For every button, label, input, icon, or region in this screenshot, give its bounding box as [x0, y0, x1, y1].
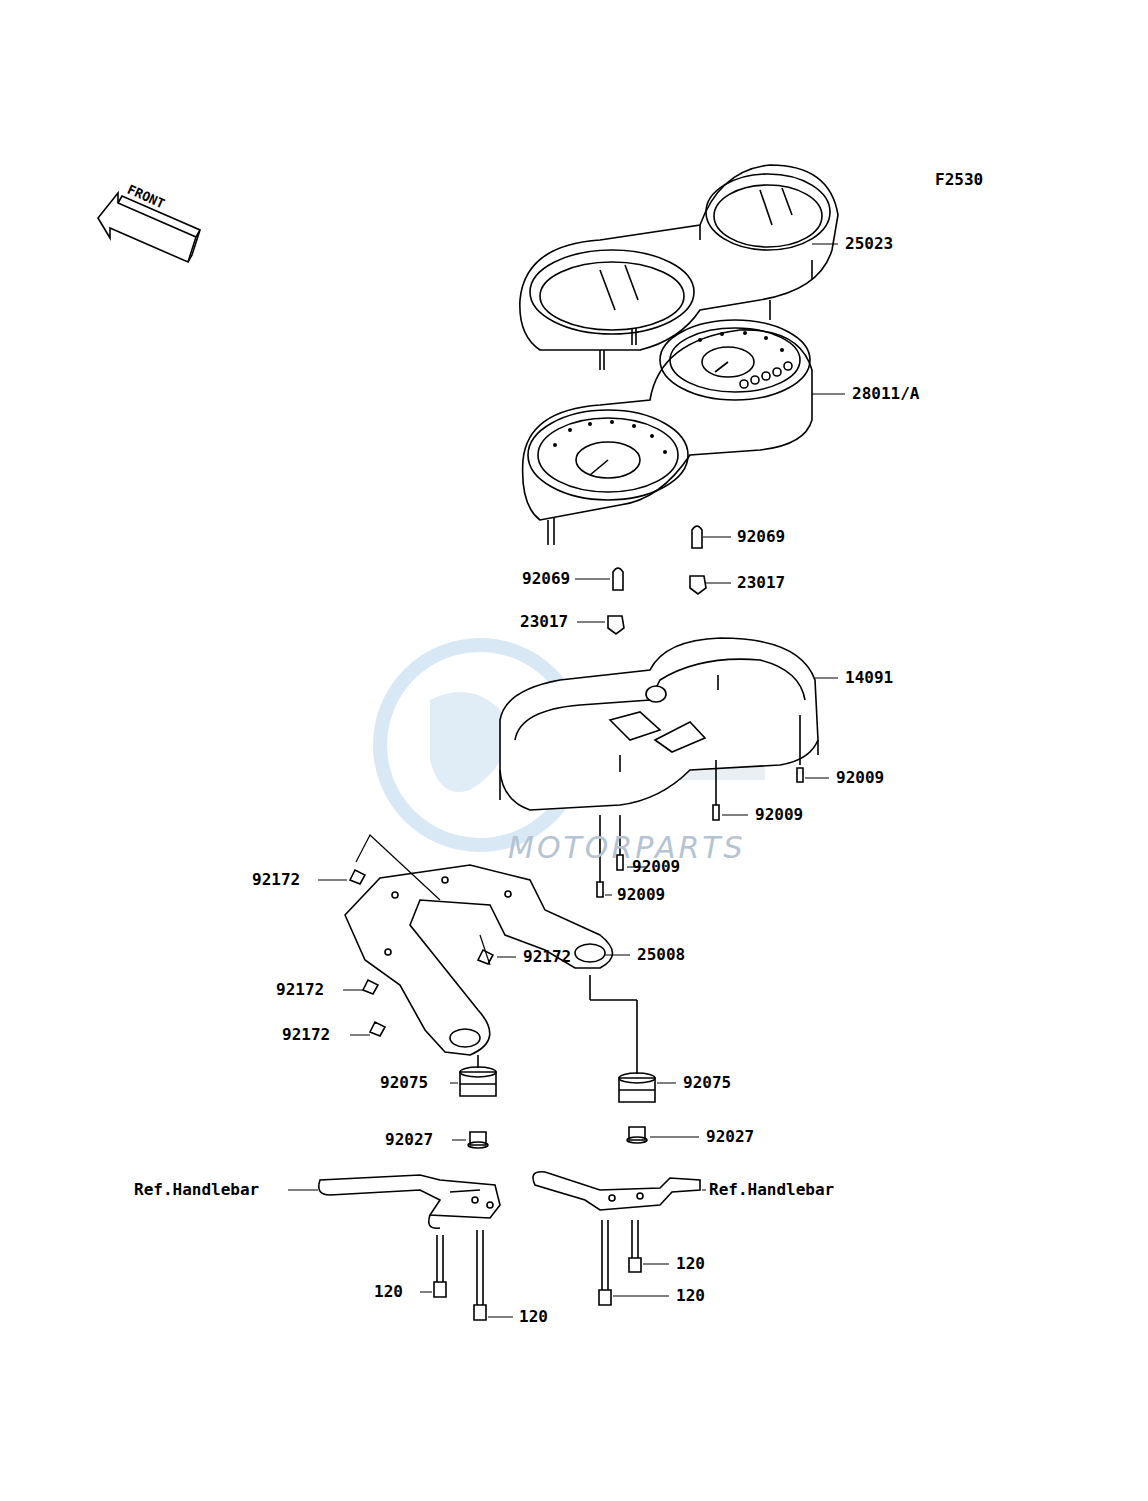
callout-number: 92069	[522, 569, 570, 589]
grommets	[350, 870, 493, 1036]
callout-number: 120	[374, 1282, 403, 1302]
watermark-text: MOTORPARTS	[508, 831, 746, 865]
callout-number: 120	[676, 1286, 705, 1306]
callout-number: 92172	[252, 870, 300, 890]
callout-number: 120	[519, 1307, 548, 1327]
callout-number: 92009	[836, 768, 884, 788]
handlebar-brackets	[319, 1172, 700, 1228]
callout-number: 92172	[523, 947, 571, 967]
reference-note: Ref.Handlebar	[134, 1180, 259, 1200]
callout-number: 92009	[617, 885, 665, 905]
callout-number: 92172	[276, 980, 324, 1000]
bulbs-sockets	[608, 526, 706, 634]
callout-number: 92075	[380, 1073, 428, 1093]
drawing-code: F2530	[935, 170, 983, 190]
callout-number: 14091	[845, 668, 893, 688]
callout-number: 92172	[282, 1025, 330, 1045]
callout-number: 25023	[845, 234, 893, 254]
leader-lines	[288, 244, 845, 1317]
meter-cover	[520, 165, 838, 370]
callout-number: 92009	[755, 805, 803, 825]
dampers-collars	[460, 975, 655, 1148]
callout-number: 120	[676, 1254, 705, 1274]
callout-number: 23017	[737, 573, 785, 593]
callout-number: 92027	[385, 1130, 433, 1150]
callout-number: 23017	[520, 612, 568, 632]
callout-number: 92069	[737, 527, 785, 547]
meter-unit	[523, 320, 812, 545]
meter-case	[500, 638, 818, 810]
callout-number: 28011/A	[852, 384, 919, 404]
reference-note: Ref.Handlebar	[709, 1180, 834, 1200]
screws	[597, 715, 803, 897]
callout-number: 92027	[706, 1127, 754, 1147]
bolts	[434, 1220, 641, 1320]
meter-bracket	[345, 865, 613, 1055]
callout-number: 25008	[637, 945, 685, 965]
callout-number: 92075	[683, 1073, 731, 1093]
